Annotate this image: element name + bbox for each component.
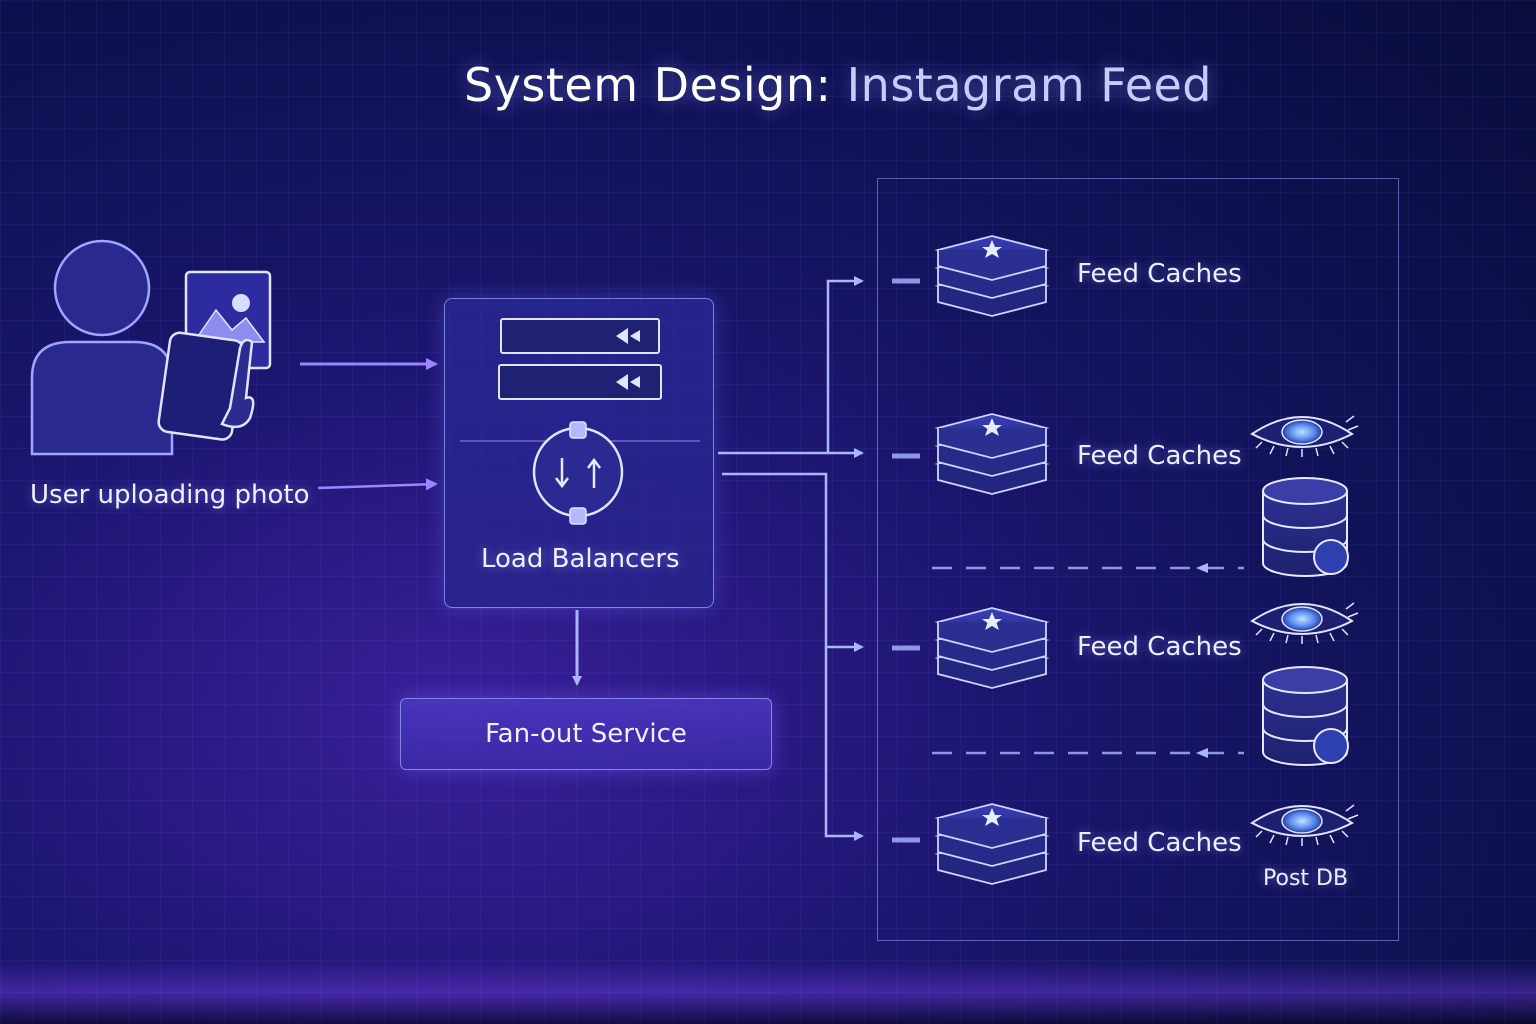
server-rack-icon (498, 318, 662, 400)
user-icon (30, 239, 174, 456)
user-to-lb-arrow-2 (317, 478, 438, 491)
title-part-2: Instagram Feed (831, 58, 1212, 112)
post-db-icon (1262, 666, 1349, 766)
load-balance-cycle-icon (532, 421, 624, 525)
feed-cache-icon (937, 803, 1047, 885)
feed-cache-label: Feed Caches (1077, 632, 1242, 662)
post-db-label: Post DB (1263, 866, 1349, 891)
page-title: System Design: Instagram Feed (0, 58, 1536, 112)
feed-cache-icon (937, 413, 1047, 495)
eye-icon (1251, 804, 1359, 847)
eye-icon (1251, 602, 1359, 645)
post-db-icon (1262, 477, 1349, 577)
routing-lines (718, 276, 864, 841)
feed-cache-icon (937, 607, 1047, 689)
title-part-1: System Design: (464, 58, 832, 112)
cache-connector-marks (892, 278, 920, 843)
feed-cache-label: Feed Caches (1077, 259, 1242, 289)
cache-cluster-boundary (877, 178, 1399, 941)
dashed-arrowhead (1196, 748, 1208, 758)
feed-cache-icon (937, 235, 1047, 317)
feed-cache-label: Feed Caches (1077, 441, 1242, 471)
eye-icon (1251, 415, 1359, 458)
feed-cache-label: Feed Caches (1077, 828, 1242, 858)
floor-glow (0, 960, 1536, 1024)
fanout-service-box[interactable]: Fan-out Service (400, 698, 772, 770)
fanout-service-label: Fan-out Service (485, 719, 687, 749)
phone-photo-icon (157, 270, 272, 441)
dashed-arrowhead (1196, 563, 1208, 573)
user-label: User uploading photo (30, 480, 310, 510)
load-balancer-label: Load Balancers (481, 544, 680, 574)
